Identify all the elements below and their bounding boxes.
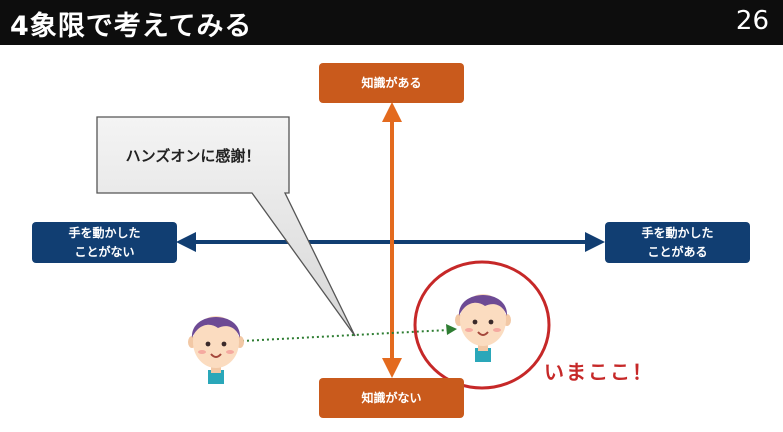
current-position-circle [413,260,551,390]
slide-header: 4象限で考えてみる 26 [0,0,783,45]
left-label-line2: ことがない [74,244,135,259]
top-label: 知識がある [361,75,422,90]
bottom-label: 知識がない [361,390,422,405]
current-position-label: いまここ！ [544,360,654,384]
movement-arrow [241,324,457,342]
page-number: 26 [735,6,769,36]
speech-bubble [96,116,356,337]
person-before-icon [188,316,244,384]
right-label-line2: ことがある [647,244,708,259]
person-current-icon [455,294,511,362]
bottom-label-box: 知識がない [319,378,464,418]
slide-title: 4象限で考えてみる [10,11,253,42]
speech-bubble-text: ハンズオンに感謝！ [125,146,261,165]
top-label-box: 知識がある [319,63,464,103]
right-label-box: 手を動かした ことがある [605,222,750,263]
vertical-axis-arrow [382,102,402,378]
left-label-line1: 手を動かした [68,225,141,240]
left-label-box: 手を動かした ことがない [32,222,177,263]
right-label-line1: 手を動かした [641,225,714,240]
